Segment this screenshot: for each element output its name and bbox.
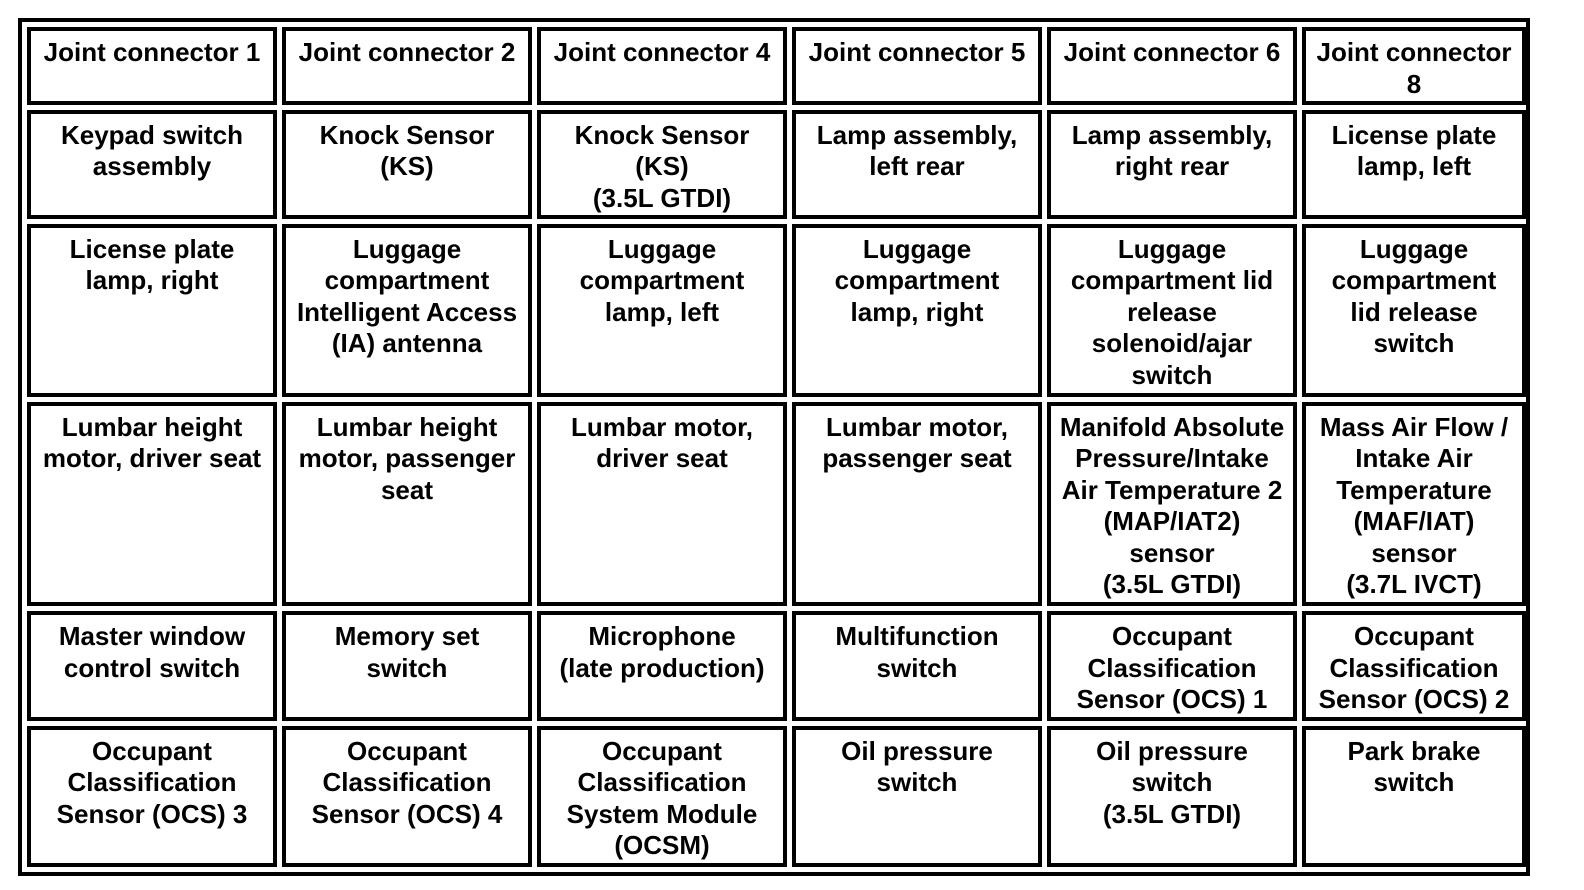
header-cell: Joint connector 2 bbox=[282, 27, 532, 105]
table-row: Keypad switch assembly Knock Sensor (KS)… bbox=[27, 109, 1526, 219]
component-cell: Lumbar height motor, passenger seat bbox=[282, 401, 532, 607]
component-cell: Keypad switch assembly bbox=[27, 109, 277, 219]
component-cell: Memory set switch bbox=[282, 611, 532, 721]
component-cell: Microphone (late production) bbox=[537, 611, 787, 721]
header-cell: Joint connector 1 bbox=[27, 27, 277, 105]
component-cell: Oil pressure switch (3.5L GTDI) bbox=[1047, 725, 1297, 867]
header-cell: Joint connector 6 bbox=[1047, 27, 1297, 105]
header-cell: Joint connector 5 bbox=[792, 27, 1042, 105]
component-cell: Park brake switch bbox=[1302, 725, 1526, 867]
component-cell: Occupant Classification Sensor (OCS) 3 bbox=[27, 725, 277, 867]
header-cell: Joint connector 4 bbox=[537, 27, 787, 105]
component-cell: Luggage compartment Intelligent Access (… bbox=[282, 223, 532, 397]
component-cell: Luggage compartment lid release switch bbox=[1302, 223, 1526, 397]
component-cell: Occupant Classification Sensor (OCS) 4 bbox=[282, 725, 532, 867]
component-cell: Lumbar motor, driver seat bbox=[537, 401, 787, 607]
table-row: Occupant Classification Sensor (OCS) 3 O… bbox=[27, 725, 1526, 867]
table-row: Lumbar height motor, driver seat Lumbar … bbox=[27, 401, 1526, 607]
component-cell: Multifunction switch bbox=[792, 611, 1042, 721]
table-row: License plate lamp, right Luggage compar… bbox=[27, 223, 1526, 397]
header-row: Joint connector 1 Joint connector 2 Join… bbox=[27, 27, 1526, 105]
component-cell: Luggage compartment lamp, left bbox=[537, 223, 787, 397]
joint-connector-table: Joint connector 1 Joint connector 2 Join… bbox=[22, 22, 1531, 872]
component-cell: Master window control switch bbox=[27, 611, 277, 721]
component-cell: Manifold Absolute Pressure/Intake Air Te… bbox=[1047, 401, 1297, 607]
component-cell: Occupant Classification Sensor (OCS) 2 bbox=[1302, 611, 1526, 721]
component-cell: Oil pressure switch bbox=[792, 725, 1042, 867]
component-cell: Occupant Classification Sensor (OCS) 1 bbox=[1047, 611, 1297, 721]
header-cell: Joint connector 8 bbox=[1302, 27, 1526, 105]
connector-table-frame: Joint connector 1 Joint connector 2 Join… bbox=[18, 18, 1530, 876]
component-cell: Knock Sensor (KS) bbox=[282, 109, 532, 219]
component-cell: Lamp assembly, left rear bbox=[792, 109, 1042, 219]
component-cell: License plate lamp, right bbox=[27, 223, 277, 397]
component-cell: Occupant Classification System Module (O… bbox=[537, 725, 787, 867]
component-cell: Luggage compartment lid release solenoid… bbox=[1047, 223, 1297, 397]
component-cell: Lamp assembly, right rear bbox=[1047, 109, 1297, 219]
table-row: Master window control switch Memory set … bbox=[27, 611, 1526, 721]
component-cell: Luggage compartment lamp, right bbox=[792, 223, 1042, 397]
component-cell: License plate lamp, left bbox=[1302, 109, 1526, 219]
component-cell: Knock Sensor (KS) (3.5L GTDI) bbox=[537, 109, 787, 219]
component-cell: Lumbar motor, passenger seat bbox=[792, 401, 1042, 607]
component-cell: Lumbar height motor, driver seat bbox=[27, 401, 277, 607]
component-cell: Mass Air Flow / Intake Air Temperature (… bbox=[1302, 401, 1526, 607]
